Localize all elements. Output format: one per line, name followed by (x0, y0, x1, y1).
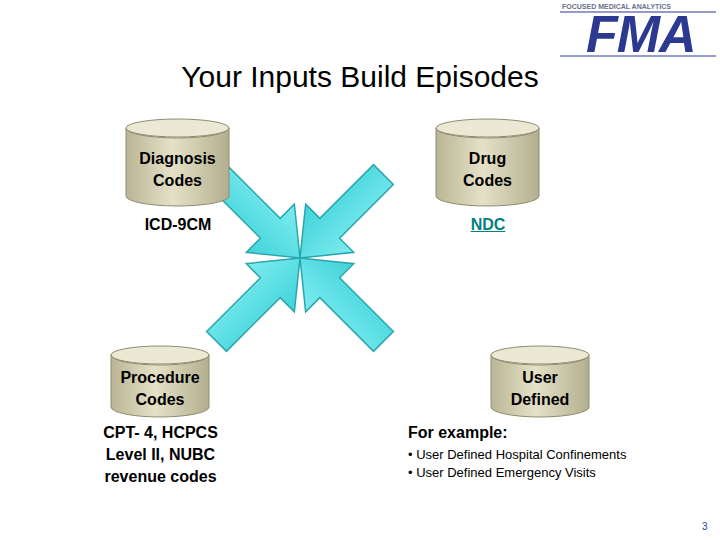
node-caption: CPT- 4, HCPCS Level II, NUBC revenue cod… (93, 422, 228, 488)
cylinder-text-area: Diagnosis Codes (125, 118, 230, 206)
database-cylinder: Drug CodesNDC (435, 118, 540, 206)
node-caption: ICD-9CM (98, 214, 258, 236)
cylinder-top (436, 119, 539, 137)
cylinder-text-area: User Defined (490, 345, 590, 417)
logo-mark: FMA (586, 8, 696, 60)
code-system: ICD-9CM (98, 214, 258, 236)
database-cylinder: Procedure CodesCPT- 4, HCPCS Level II, N… (110, 345, 210, 417)
code-system: NDC (408, 214, 568, 236)
slide-title: Your Inputs Build Episodes (0, 60, 720, 94)
node-heading: Diagnosis Codes (137, 148, 218, 192)
cylinder-body (436, 128, 539, 206)
cylinder-text-area: Procedure Codes (110, 345, 210, 417)
cylinder-body (126, 128, 229, 206)
node-caption: NDC (408, 214, 568, 236)
cylinder-top (491, 346, 589, 364)
node-heading: Drug Codes (447, 148, 528, 192)
code-system: For example: (408, 422, 708, 444)
page-number: 3 (702, 522, 708, 532)
cylinder-top (111, 346, 209, 364)
example-item: • User Defined Emergency Visits (408, 464, 708, 482)
database-cylinder: User DefinedFor example:• User Defined H… (490, 345, 590, 417)
database-cylinder: Diagnosis CodesICD-9CM (125, 118, 230, 206)
cylinder-top (126, 119, 229, 137)
code-system: CPT- 4, HCPCS Level II, NUBC revenue cod… (93, 422, 228, 488)
example-item: • User Defined Hospital Confinements (408, 446, 708, 464)
node-heading: Procedure Codes (118, 367, 202, 411)
node-caption: For example: • User Defined Hospital Conf… (408, 422, 708, 482)
cylinder-text-area: Drug Codes (435, 118, 540, 206)
node-heading: User Defined (498, 367, 582, 411)
block-arrow (193, 234, 325, 366)
